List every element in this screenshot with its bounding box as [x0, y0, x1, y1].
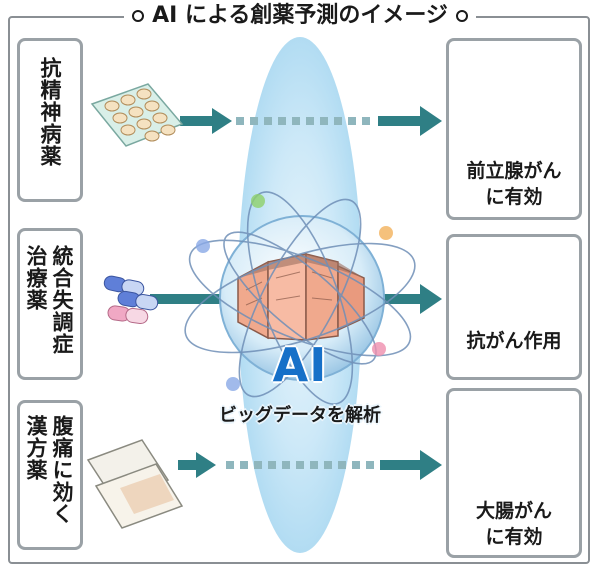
orbit-dot-blue-bottom [226, 377, 240, 391]
orbit-lines [184, 191, 416, 405]
output-label-3-line-2: に有効 [485, 526, 543, 548]
pill-pack-icon [90, 83, 184, 147]
input-label-1: 抗精神病薬 [38, 57, 62, 167]
powder-packets-icon [86, 439, 184, 529]
page-title: AI による創薬予測のイメージ [124, 2, 476, 30]
orbit-dot-blue-left [196, 239, 210, 253]
orbit-dot-green [251, 194, 265, 208]
title-bar: AI による創薬予測のイメージ [0, 2, 600, 32]
output-box-3: 大腸がん に有効 [446, 388, 582, 558]
output-label-1-line-1: 前立腺がん [466, 160, 562, 182]
output-box-1: 前立腺がん に有効 [446, 38, 582, 220]
output-box-2: 抗がん作用 [446, 234, 582, 380]
ai-sphere [184, 191, 416, 405]
input-box-2: 統合失調症 治療薬 [17, 228, 83, 380]
capsules-icon [103, 275, 159, 325]
input-label-2-line-2: 治療薬 [24, 245, 48, 311]
title-text: AI による創薬予測のイメージ [152, 3, 448, 28]
title-ring-left-icon [132, 10, 145, 22]
input-label-3-line-1: 腹痛に効く [50, 415, 74, 525]
title-ring-right-icon [455, 10, 468, 22]
input-label-2-line-1: 統合失調症 [50, 245, 74, 355]
arrow-row-3 [178, 450, 442, 480]
orbit-dot-pink [372, 342, 386, 356]
output-label-3-line-1: 大腸がん [475, 500, 552, 522]
arrow-row-1 [180, 106, 442, 136]
input-box-3: 腹痛に効く 漢方薬 [17, 400, 83, 550]
output-label-2: 抗がん作用 [466, 330, 562, 352]
big-data-caption: ビッグデータを解析 [219, 405, 381, 426]
ai-label: AI [272, 338, 328, 392]
input-label-3-line-2: 漢方薬 [24, 415, 48, 481]
orbit-dot-orange [379, 226, 393, 240]
input-box-1: 抗精神病薬 [17, 38, 83, 202]
output-label-1-line-2: に有効 [485, 186, 543, 208]
